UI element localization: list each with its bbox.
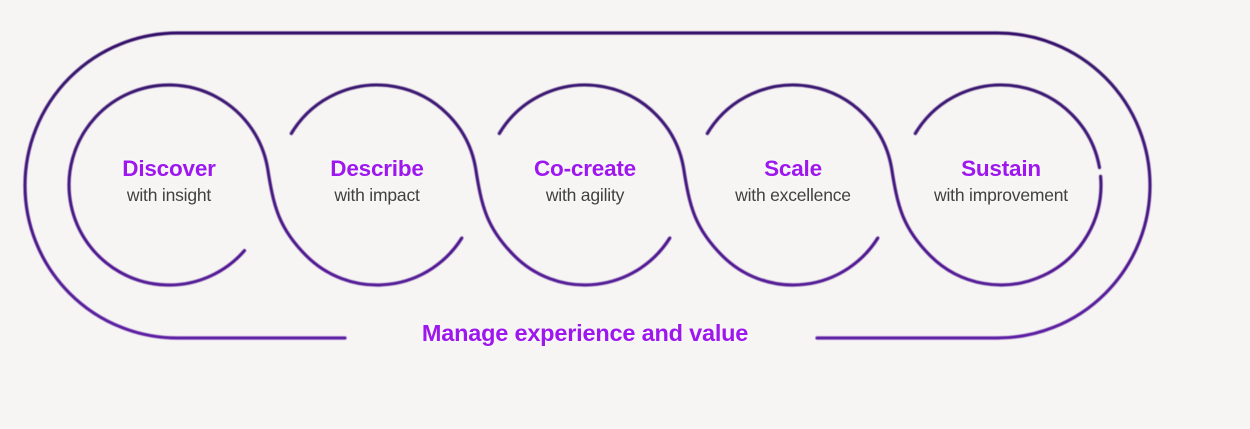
- stage-scale: Scale with excellence: [735, 156, 851, 205]
- stage-subtitle: with improvement: [934, 184, 1068, 205]
- stage-subtitle: with impact: [334, 184, 420, 205]
- stage-discover: Discover with insight: [122, 156, 216, 205]
- stage-subtitle: with excellence: [735, 184, 851, 205]
- stage-subtitle: with agility: [545, 184, 625, 205]
- loop-path-cocreate: [497, 83, 880, 287]
- stage-title: Discover: [122, 156, 216, 181]
- stage-subtitle: with insight: [126, 184, 212, 205]
- loop-path-discover: [67, 83, 464, 287]
- loop-path-scale: [705, 83, 1103, 287]
- footer-label: Manage experience and value: [421, 320, 749, 346]
- stage-title: Scale: [764, 156, 822, 181]
- loop-path-describe: [289, 83, 672, 287]
- stage-title: Co-create: [534, 156, 636, 181]
- stage-sustain: Sustain with improvement: [934, 156, 1068, 205]
- stage-title: Sustain: [961, 156, 1041, 181]
- stage-title: Describe: [330, 156, 424, 181]
- stadium-outline: [23, 31, 1152, 340]
- stage-describe: Describe with impact: [330, 156, 424, 205]
- stage-cocreate: Co-create with agility: [534, 156, 636, 205]
- loop-path-sustain: [913, 83, 1102, 170]
